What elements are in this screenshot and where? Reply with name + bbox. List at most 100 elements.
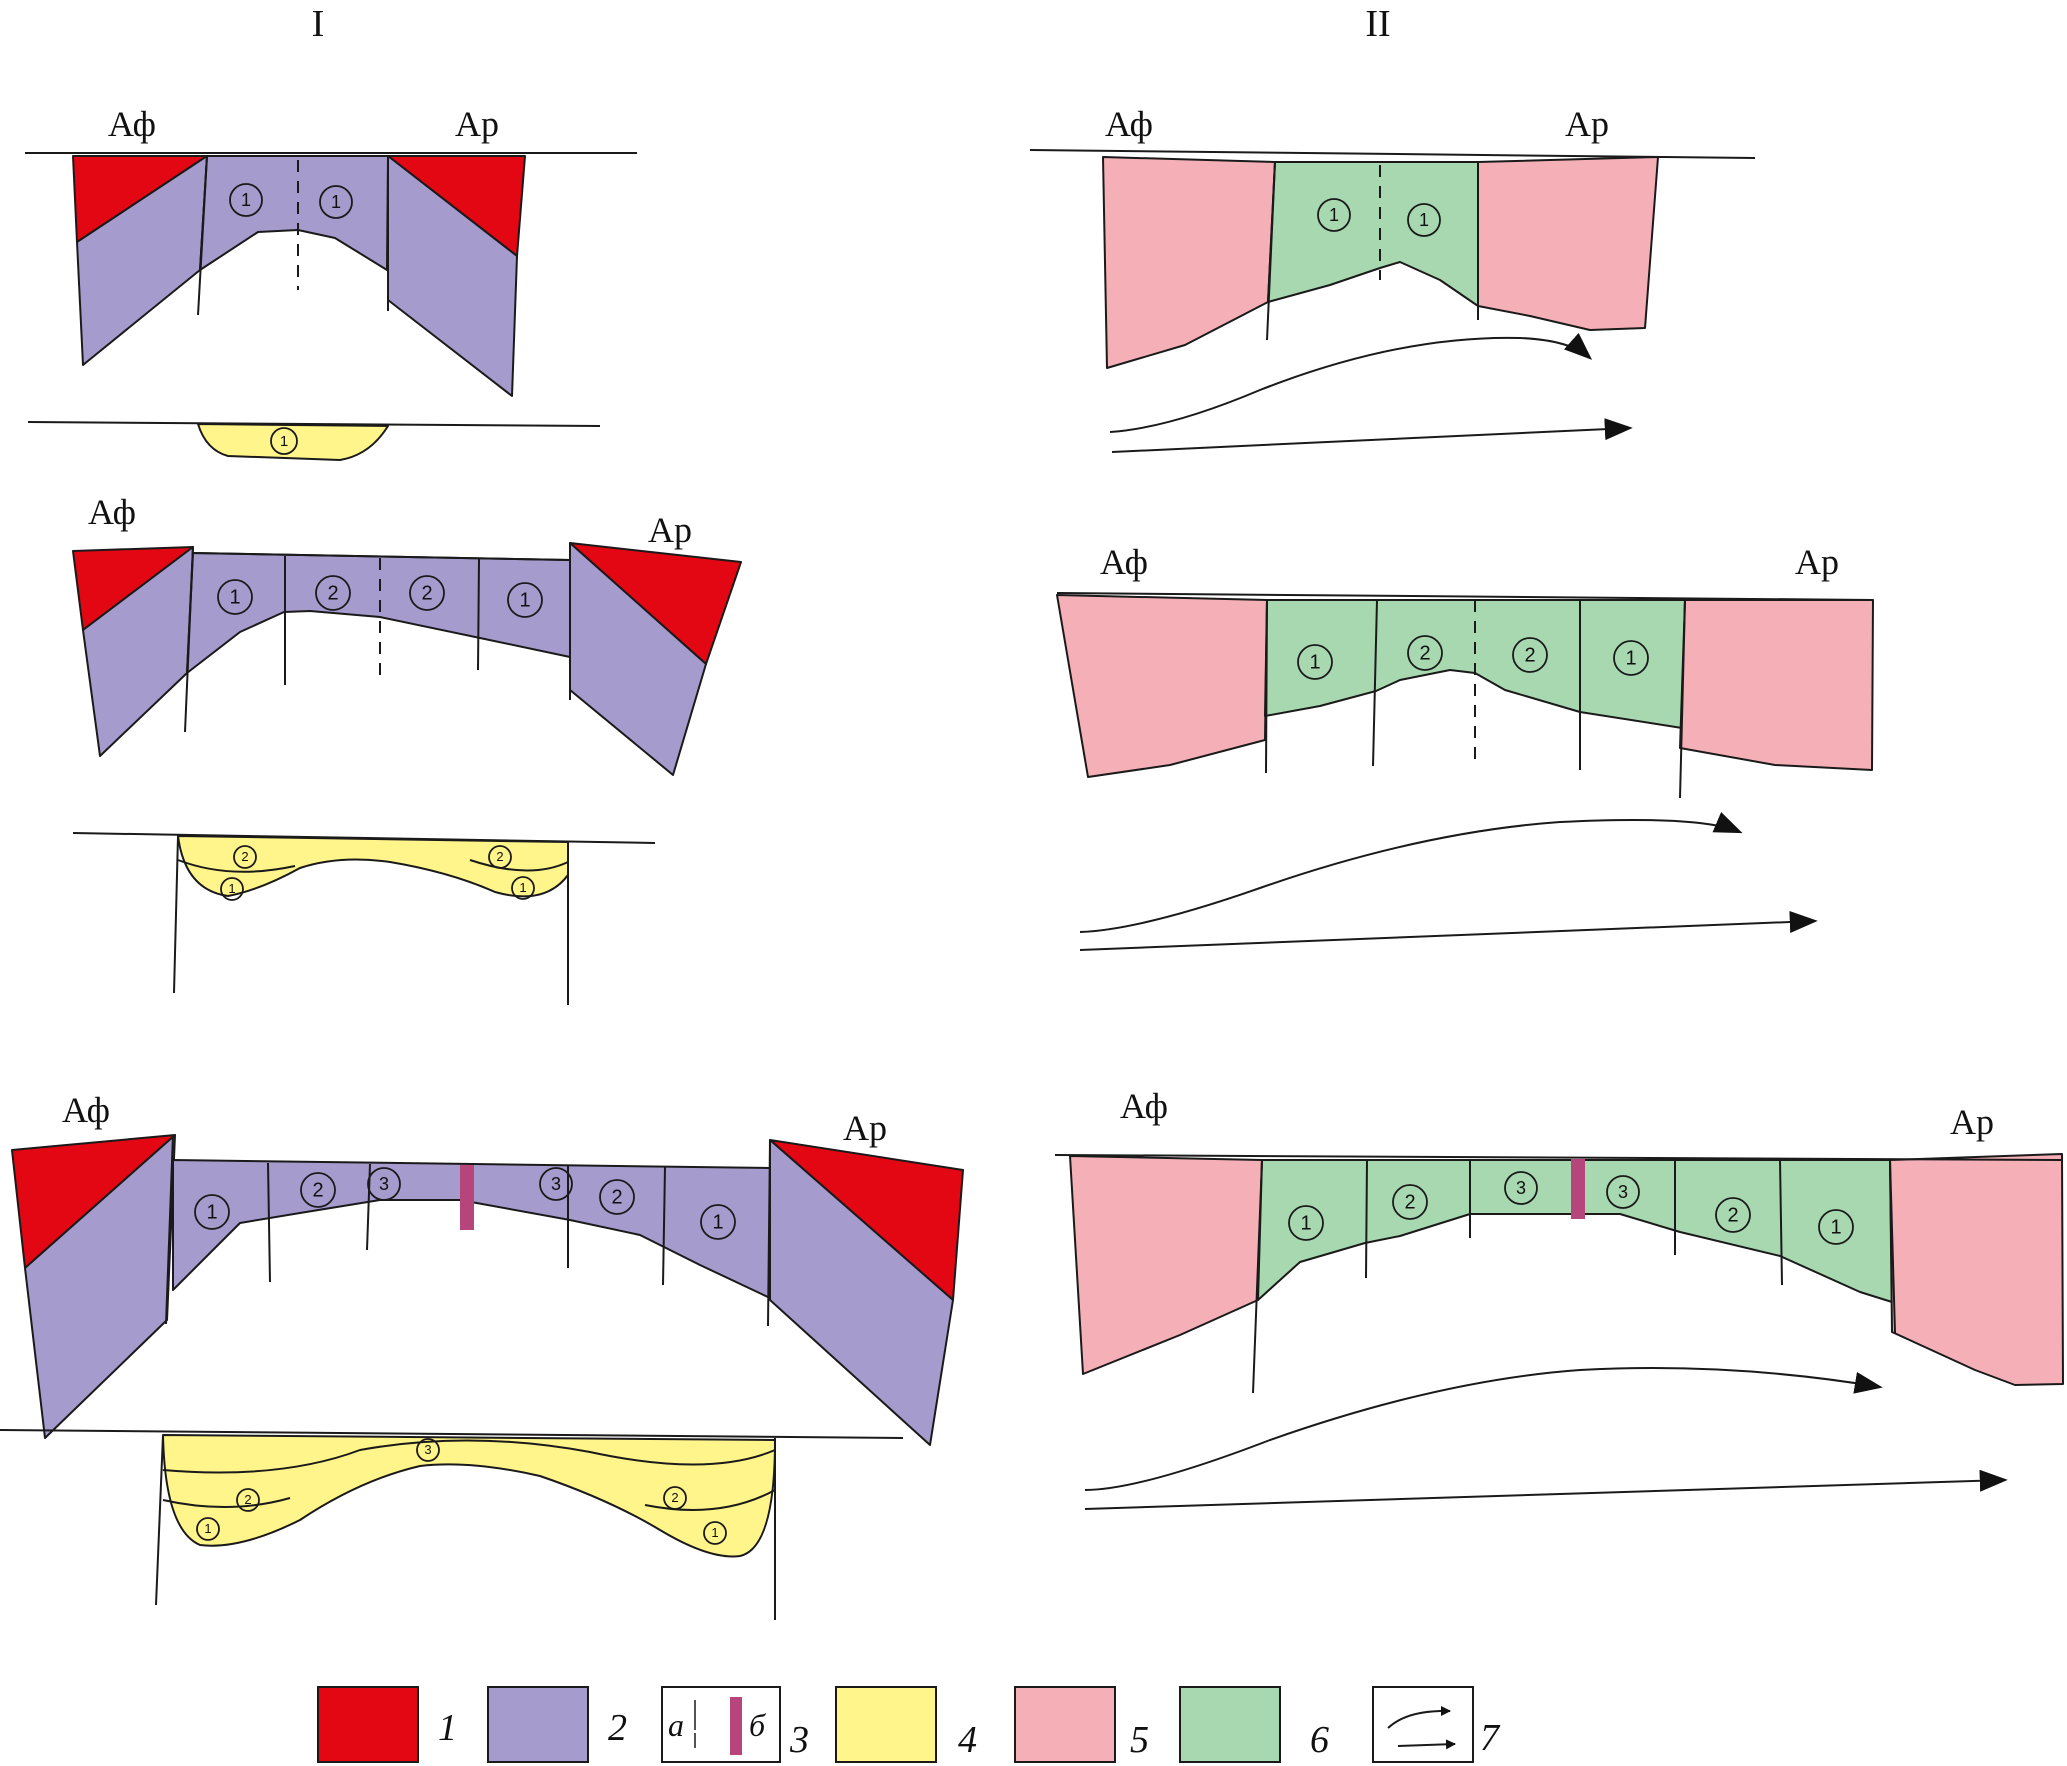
legend-swatch-7 [1372,1686,1474,1763]
zone-marker-2: 2 [1512,637,1548,673]
svg-text:2: 2 [611,1186,622,1208]
zone-marker-2: 2 [1407,635,1443,671]
zone-marker-1: 1 [1613,640,1649,676]
zone-marker-2: 2 [488,845,512,869]
legend-number-1: 1 [438,1707,457,1749]
stage-1-column-ii [1029,149,1756,453]
svg-text:1: 1 [1625,647,1636,669]
zone-marker-1: 1 [1288,1205,1324,1241]
label-ar-4: Ар [1565,104,1609,144]
right-pink-block [1889,1153,2064,1386]
zone-marker-3: 3 [1606,1175,1640,1209]
svg-text:1: 1 [519,589,530,611]
svg-text:2: 2 [241,849,248,864]
zone-marker-2: 2 [236,1488,260,1512]
svg-text:2: 2 [1404,1191,1415,1213]
central-purple-block [186,552,571,674]
legend-magenta-bar [730,1697,742,1755]
svg-text:3: 3 [424,1442,431,1457]
svg-text:3: 3 [379,1174,389,1194]
zone-marker-1: 1 [507,582,543,618]
legend-sub-b: б [749,1707,766,1743]
legend-swatch-2 [487,1686,589,1763]
legend-number-6: 6 [1310,1719,1329,1761]
label-af-1: Аф [108,104,156,144]
svg-text:1: 1 [228,881,235,896]
svg-text:2: 2 [312,1179,323,1201]
arrows-icon [1387,1706,1456,1750]
zone-marker-1: 1 [1317,198,1351,232]
stage-2-column-i [72,542,742,1005]
zone-marker-1: 1 [1407,203,1441,237]
zone-marker-1: 1 [511,876,535,900]
legend-number-4: 4 [958,1719,977,1761]
left-pink-block [1056,594,1268,778]
label-af-4: Аф [1105,104,1153,144]
svg-text:1: 1 [1329,205,1339,225]
stage-3-column-i [0,1134,964,1620]
svg-text:2: 2 [496,849,503,864]
right-purple-block [769,1139,954,1446]
zone-marker-2: 2 [1392,1184,1428,1220]
label-ar-1: Ар [455,104,499,144]
zone-marker-3: 3 [367,1167,401,1201]
svg-text:1: 1 [204,1521,211,1536]
svg-text:1: 1 [1300,1212,1311,1234]
stage-3-column-ii [1054,1153,2064,1510]
svg-text:3: 3 [1618,1182,1628,1202]
stage-1-column-i [25,152,637,461]
legend-sub-a: а [668,1707,684,1743]
svg-text:1: 1 [280,433,288,450]
legend-swatch-5 [1014,1686,1116,1763]
legend-number-5: 5 [1130,1719,1149,1761]
zone-marker-1: 1 [220,877,244,901]
label-ar-5: Ар [1795,542,1839,582]
zone-marker-2: 2 [409,575,445,611]
stage-2-column-ii [1056,592,1874,951]
basin-2 [177,835,569,898]
zone-marker-3: 3 [416,1438,440,1462]
svg-text:3: 3 [1516,1178,1526,1198]
column-header-ii: II [1365,3,1390,45]
right-pink-block [1679,599,1874,771]
svg-text:1: 1 [229,586,240,608]
legend-number-2: 2 [608,1707,627,1749]
left-pink-block [1102,156,1276,369]
zone-marker-1: 1 [319,185,353,219]
zone-marker-2: 2 [1715,1197,1751,1233]
basin-1 [197,423,389,461]
left-pink-block [1069,1155,1263,1375]
svg-text:2: 2 [1727,1204,1738,1226]
zone-number-markers: 1 1 1 1 2 2 1 2 1 2 1 1 2 3 3 2 1 3 2 1 2 1 1 1 1 2 2 1 1 2 3 3 2 1 [194,183,1854,1545]
svg-text:2: 2 [327,582,338,604]
svg-text:1: 1 [241,190,251,210]
svg-text:2: 2 [1419,642,1430,664]
svg-text:1: 1 [206,1201,217,1223]
legend-number-3: 3 [789,1719,809,1761]
zone-marker-1: 1 [196,1517,220,1541]
legend-number-7: 7 [1480,1717,1501,1759]
svg-text:1: 1 [1309,651,1320,673]
svg-text:2: 2 [1524,644,1535,666]
central-purple-block [199,155,389,271]
svg-text:1: 1 [331,192,341,212]
svg-text:3: 3 [551,1174,561,1194]
label-af-2: Аф [88,492,136,532]
svg-text:2: 2 [244,1492,251,1507]
zone-marker-2: 2 [233,845,257,869]
label-ar-6: Ар [1950,1102,1994,1142]
svg-text:1: 1 [712,1211,723,1233]
label-ar-3: Ар [843,1108,887,1148]
zone-marker-3: 3 [1504,1171,1538,1205]
column-header-i: I [312,3,325,45]
svg-text:1: 1 [1419,210,1429,230]
zone-marker-2: 2 [663,1486,687,1510]
magenta-marker-i [460,1165,474,1230]
svg-text:1: 1 [711,1525,718,1540]
svg-text:1: 1 [1830,1216,1841,1238]
legend-swatch-6 [1179,1686,1281,1763]
zone-marker-1: 1 [194,1194,230,1230]
magenta-marker-ii [1571,1159,1585,1219]
label-ar-2: Ар [648,510,692,550]
svg-text:1: 1 [519,880,526,895]
